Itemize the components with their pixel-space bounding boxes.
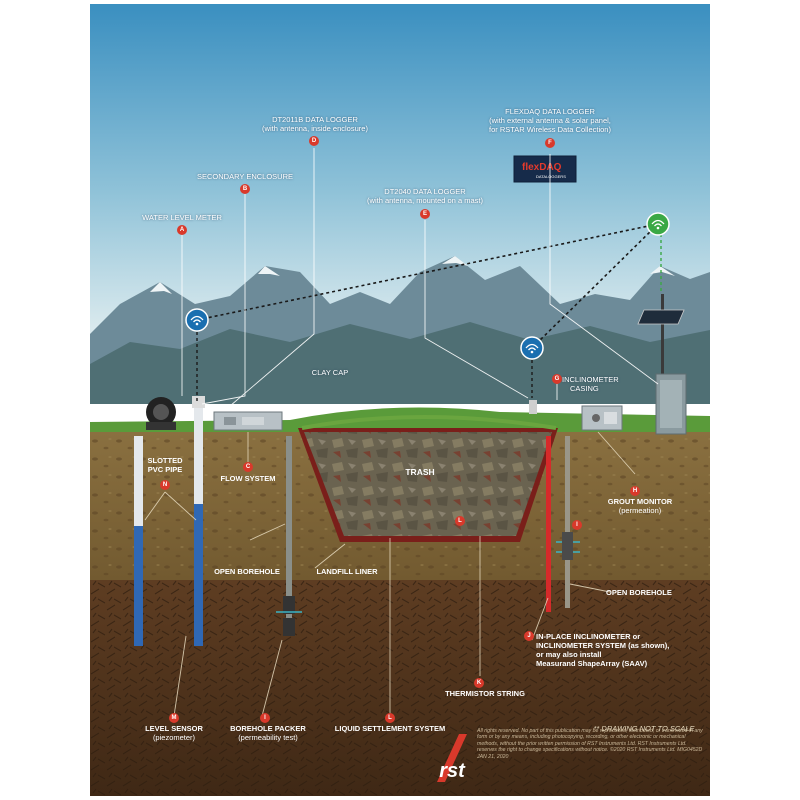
label-water-level-meter: WATER LEVEL METER: [142, 213, 222, 222]
badge-m: M: [169, 713, 179, 723]
label-borehole-packer-sub: (permeability test): [238, 733, 298, 742]
badge-l-upper: L: [455, 516, 465, 526]
wireless-icon-left: [185, 308, 209, 332]
badge-h: H: [630, 486, 640, 496]
label-secondary-enclosure: SECONDARY ENCLOSURE: [197, 172, 293, 181]
label-thermistor-string: THERMISTOR STRING: [445, 689, 525, 698]
badge-i-left: I: [260, 713, 270, 723]
label-clay-cap: CLAY CAP: [311, 368, 349, 377]
label-flexdaq-sub1: (with external antenna & solar panel,: [489, 116, 611, 125]
label-not-to-scale: ** DRAWING NOT TO SCALE: [593, 724, 695, 733]
label-dt2011b-title: DT2011B DATA LOGGER: [272, 115, 358, 124]
rst-logo: rst: [439, 760, 465, 782]
landfill-monitoring-diagram: flexDAQ DATALOGGERS: [90, 4, 710, 796]
label-flexdaq-title: FLEXDAQ DATA LOGGER: [505, 107, 595, 116]
label-landfill-liner: LANDFILL LINER: [316, 567, 378, 576]
label-open-borehole-right: OPEN BOREHOLE: [606, 588, 672, 597]
badge-j: J: [524, 631, 534, 641]
label-dt2040-sub: (with antenna, mounted on a mast): [367, 196, 483, 205]
label-dt2040-title: DT2040 DATA LOGGER: [384, 187, 466, 196]
badge-c: C: [243, 462, 253, 472]
label-trash: TRASH: [405, 467, 435, 477]
wireless-icon-middle: [520, 336, 544, 360]
label-level-sensor: LEVEL SENSOR: [145, 724, 203, 733]
label-flexdaq-sub2: for RSTAR Wireless Data Collection): [489, 125, 611, 134]
label-inplace-3: or may also install: [536, 650, 602, 659]
label-borehole-packer: BOREHOLE PACKER: [230, 724, 306, 733]
label-slotted-pvc-2: PVC PIPE: [147, 465, 183, 474]
label-level-sensor-sub: (piezometer): [152, 733, 196, 742]
badge-n: N: [160, 480, 170, 490]
label-inplace-1: IN-PLACE INCLINOMETER or: [536, 632, 641, 641]
badge-f: F: [545, 138, 555, 148]
badge-a: A: [177, 225, 187, 235]
label-slotted-pvc-1: SLOTTED: [147, 456, 183, 465]
label-flow-system: FLOW SYSTEM: [220, 474, 276, 483]
badge-g: G: [552, 374, 562, 384]
flexdaq-logo-text: flexDAQ: [522, 162, 562, 173]
copyright-notice: All rights reserved. No part of this pub…: [477, 728, 703, 760]
badge-i-right: I: [572, 520, 582, 530]
label-inclinometer-casing-1: INCLINOMETER: [562, 375, 619, 384]
label-inclinometer-casing-2: CASING: [570, 384, 599, 393]
label-dt2011b-sub: (with antenna, inside enclosure): [262, 124, 368, 133]
flexdaq-logo-sub: DATALOGGERS: [536, 174, 566, 179]
badge-b: B: [240, 184, 250, 194]
scene-art: flexDAQ DATALOGGERS: [90, 4, 710, 796]
badge-e: E: [420, 209, 430, 219]
badge-d: D: [309, 136, 319, 146]
label-grout-monitor-sub: (permeation): [618, 506, 662, 515]
label-grout-monitor: GROUT MONITOR: [607, 497, 673, 506]
badge-l-lower: L: [385, 713, 395, 723]
label-inplace-4: Measurand ShapeArray (SAAV): [536, 659, 648, 668]
badge-k: K: [474, 678, 484, 688]
label-inplace-2: INCLINOMETER SYSTEM (as shown),: [536, 641, 670, 650]
wireless-icon-right: [646, 212, 670, 236]
label-open-borehole-left: OPEN BOREHOLE: [214, 567, 280, 576]
label-liquid-settlement: LIQUID SETTLEMENT SYSTEM: [334, 724, 446, 733]
